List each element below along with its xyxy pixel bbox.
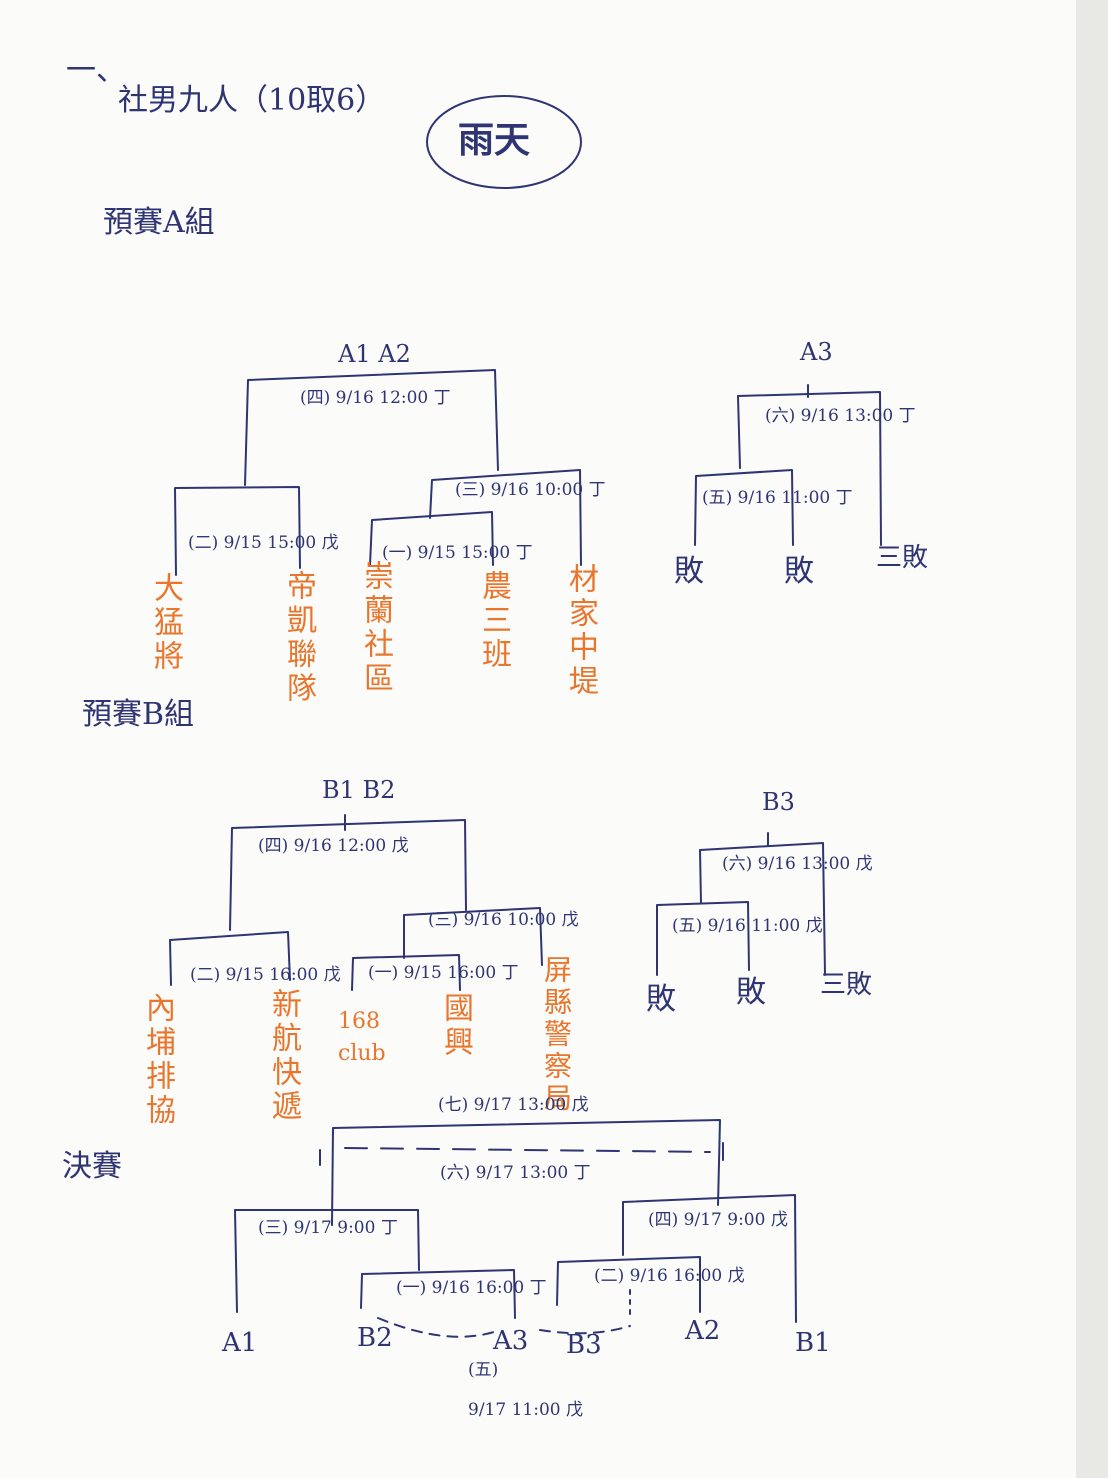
groupB-bracket-3: [403, 907, 543, 966]
final-seed-B1: B1: [795, 1328, 831, 1358]
groupB-match-1: (一) 9/15 16:00 丁: [368, 963, 519, 983]
groupB-bracket-2: [169, 931, 291, 986]
groupA-match-5: (五) 9/16 11:00 丁: [702, 488, 853, 508]
groupB-bracket-6: [699, 842, 826, 976]
final-seed-B2: B2: [357, 1323, 393, 1353]
final-match-3: (三) 9/17 9:00 丁: [258, 1218, 398, 1238]
final-match-1: (一) 9/16 16:00 丁: [396, 1278, 547, 1298]
final-match-6: (六) 9/17 13:00 丁: [440, 1163, 591, 1183]
groupA-loser-3: 三敗: [876, 543, 929, 573]
groupB-bracket-5: [656, 901, 750, 976]
final-match-7: (七) 9/17 13:00 戊: [438, 1095, 589, 1115]
final-bracket-7: [331, 1119, 721, 1226]
groupA-bracket-3: [429, 469, 582, 566]
groupB-loser-2: 敗: [736, 975, 766, 1010]
groupB-match-5: (五) 9/16 11:00 戊: [672, 916, 823, 936]
groupA-bracket3-label: A3: [800, 338, 833, 366]
groupB-team-2: 新航快遞: [266, 988, 301, 1124]
groupA-loser-2: 敗: [784, 554, 814, 589]
final-seed-A1: A1: [222, 1328, 258, 1358]
groupA-bracket-5: [694, 469, 794, 546]
groupB-bracket-1: [351, 954, 461, 991]
final-bracket-5-dashed: [377, 1317, 631, 1338]
groupB-loser-3: 三敗: [820, 970, 873, 1000]
groupB-bracket-4: [229, 819, 467, 931]
groupB-bracket12-label: B1 B2: [322, 776, 396, 804]
final-bracket-3: [234, 1209, 420, 1313]
paper-sheet: [0, 0, 1076, 1478]
page-title: 社男九人（10取6）: [118, 83, 386, 118]
groupB-match-4: (四) 9/16 12:00 戊: [258, 836, 409, 856]
final-title: 決賽: [62, 1149, 122, 1184]
groupA-team-4: 農三班: [476, 570, 511, 672]
final-match-2: (二) 9/16 16:00 戊: [594, 1266, 745, 1286]
groupA-loser-1: 敗: [674, 554, 704, 589]
final-match-4: (四) 9/17 9:00 戊: [648, 1210, 788, 1230]
final-bracket-4: [622, 1194, 797, 1323]
groupA-match-3: (三) 9/16 10:00 丁: [455, 480, 606, 500]
groupB-team-4: 國興: [438, 992, 473, 1060]
groupB-team-3: 168 club: [338, 1009, 386, 1066]
groupA-bracket-4: [244, 369, 499, 486]
groupA-team-1: 大猛將: [148, 572, 183, 674]
groupA-match-4: (四) 9/16 12:00 丁: [300, 388, 451, 408]
groupA-match-2: (二) 9/15 15:00 戊: [188, 533, 339, 553]
groupB-team-1: 內埔排協: [140, 992, 175, 1128]
groupA-match-6: (六) 9/16 13:00 丁: [765, 406, 916, 426]
groupB-match-2: (二) 9/15 16:00 戊: [190, 965, 341, 985]
weather-label: 雨天: [458, 119, 531, 161]
groupB-match-3: (三) 9/16 10:00 戊: [428, 910, 579, 930]
groupA-title: 預賽A組: [103, 205, 215, 240]
groupA-bracket12-label: A1 A2: [338, 340, 411, 368]
groupA-team-3: 崇蘭社區: [358, 560, 393, 696]
final-bracket-6-dashed: [344, 1147, 711, 1153]
final-match-5-time: 9/17 11:00 戊: [468, 1400, 583, 1420]
groupA-team-5: 材家中堤: [563, 563, 598, 699]
final-match-5-label: (五): [468, 1360, 499, 1380]
groupB-match-6: (六) 9/16 13:00 戊: [722, 854, 873, 874]
final-bracket-2: [556, 1256, 701, 1313]
groupB-team-5: 屏縣警察局: [540, 955, 573, 1115]
groupB-loser-1: 敗: [646, 982, 676, 1017]
final-seed-A3: A3: [493, 1326, 529, 1356]
groupB-bracket3-label: B3: [762, 788, 795, 816]
groupA-match-1: (一) 9/15 15:00 丁: [382, 543, 533, 563]
groupB-title: 預賽B組: [82, 697, 195, 732]
final-bracket-1: [360, 1269, 516, 1319]
groupA-bracket-1: [369, 511, 494, 566]
groupA-team-2: 帝凱聯隊: [281, 570, 316, 706]
weather-circle: [426, 95, 582, 189]
paper-edge: [1076, 0, 1108, 1478]
section-number: 一、: [66, 53, 126, 88]
bracket-lines: [169, 95, 882, 1338]
final-seed-A2: A2: [685, 1316, 721, 1346]
groupA-bracket-2: [174, 486, 301, 576]
final-seed-B3: B3: [566, 1330, 602, 1360]
